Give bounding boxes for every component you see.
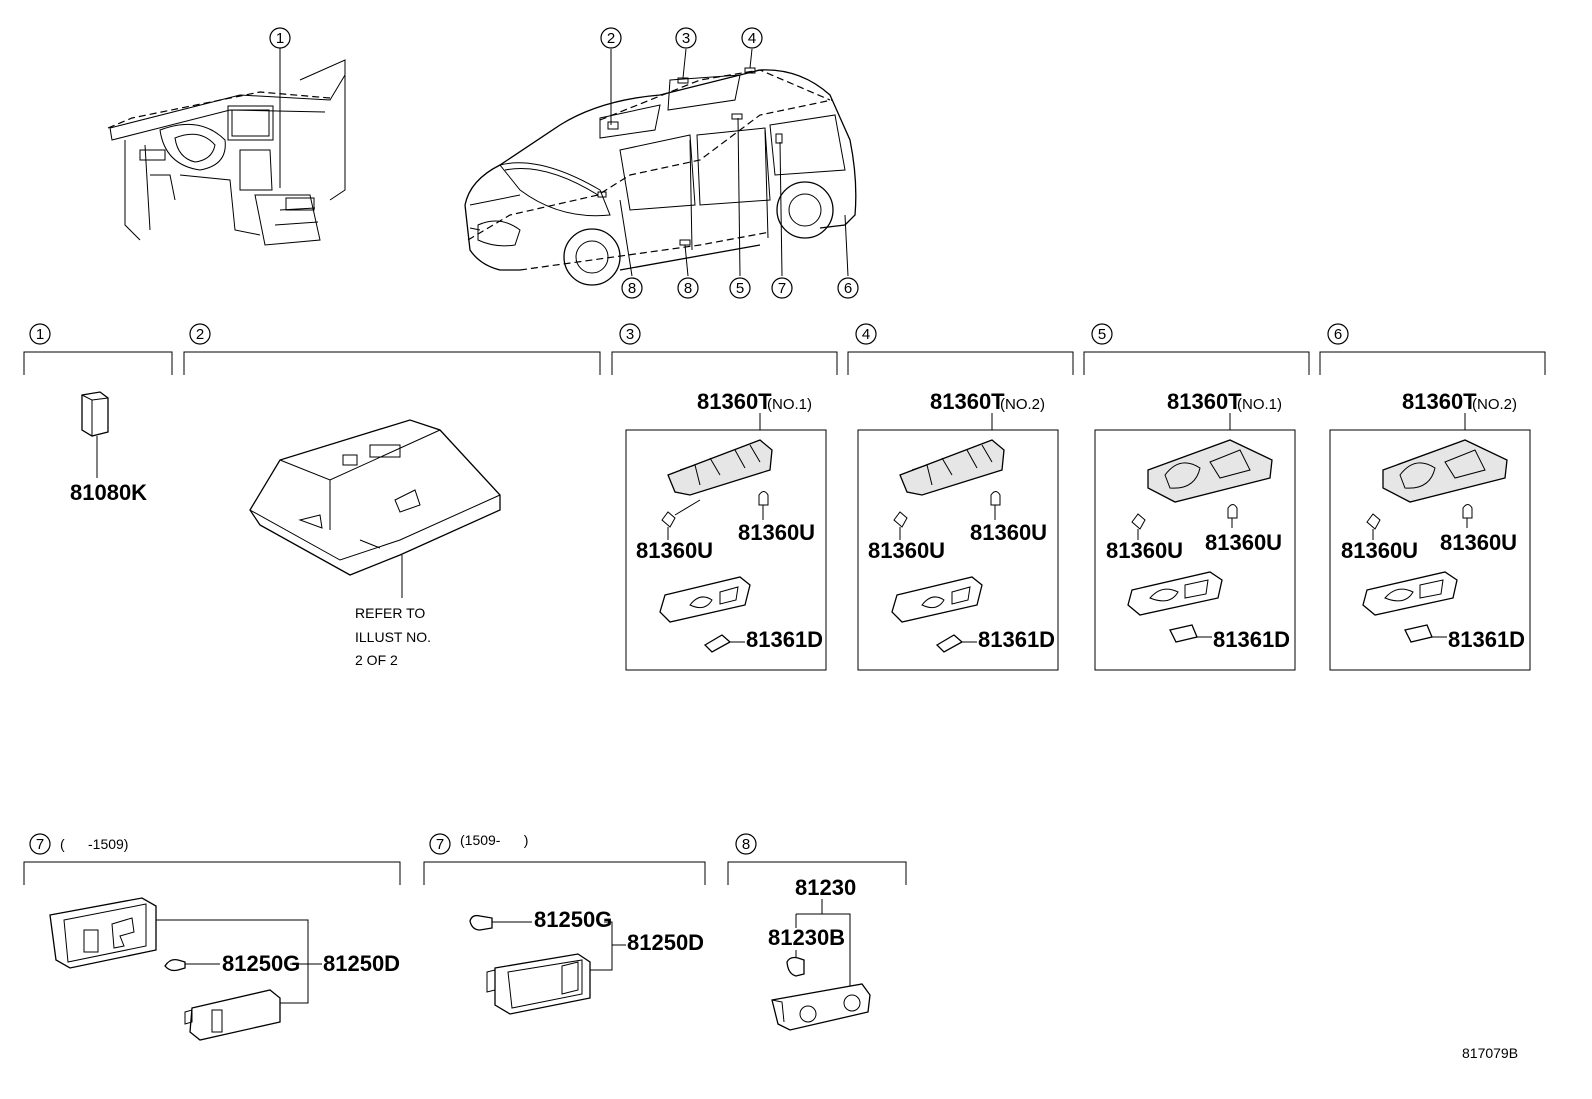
van-illustration	[464, 48, 857, 286]
refer-line-1: REFER TO	[355, 605, 425, 621]
bulb-81360U-b: 81360U	[738, 520, 815, 545]
callout-3-top: 3	[682, 30, 690, 47]
lens-81361D-s5: 81361D	[1213, 627, 1290, 652]
part-81360T-no2-s6: 81360T	[1402, 389, 1477, 414]
bulb-81360U-f: 81360U	[1205, 530, 1282, 555]
section-8: 8 81230 81230B	[727, 833, 907, 1031]
callout-7-bottom: 7	[778, 280, 786, 297]
section-2: 2 REFER TO ILLUST NO. 2 OF 2	[183, 323, 601, 668]
section-5: 5 81360T (NO.1) 81360U 81360U 81361D	[1083, 323, 1310, 671]
section-6: 6 81360T (NO.2) 81360U 81360U 81361D	[1319, 323, 1546, 671]
bulb-81360U-g: 81360U	[1341, 538, 1418, 563]
callout-8b-bottom: 8	[684, 280, 692, 297]
callout-6-bottom: 6	[844, 280, 852, 297]
callout-2-top: 2	[607, 30, 615, 47]
section-1: 1 81080K	[23, 323, 173, 505]
svg-text:2: 2	[196, 326, 204, 343]
svg-text:(NO.2): (NO.2)	[1472, 396, 1517, 413]
svg-text:7: 7	[436, 836, 444, 853]
svg-text:4: 4	[862, 326, 870, 343]
assy-81230: 81230	[795, 875, 856, 900]
part-81360T-no1-s5: 81360T	[1167, 389, 1242, 414]
bulb-81360U-e: 81360U	[1106, 538, 1183, 563]
svg-text:8: 8	[742, 836, 750, 853]
lens-81361D-s6: 81361D	[1448, 627, 1525, 652]
part-81080K: 81080K	[70, 480, 147, 505]
assy-81250D-a: 81250D	[323, 951, 400, 976]
bulb-81360U-h: 81360U	[1440, 530, 1517, 555]
section-3: 3 81360T (NO.1) 81360U 81360U 81361D	[611, 323, 838, 671]
part-81360T-no2-s4: 81360T	[930, 389, 1005, 414]
svg-text:5: 5	[1098, 326, 1106, 343]
callout-4-top: 4	[748, 30, 756, 47]
bulb-81360U-a: 81360U	[636, 538, 713, 563]
bulb-81230B: 81230B	[768, 925, 845, 950]
lens-81361D-s4: 81361D	[978, 627, 1055, 652]
svg-text:(NO.1): (NO.1)	[767, 396, 812, 413]
bulb-81360U-c: 81360U	[868, 538, 945, 563]
callout-1-top: 1	[276, 30, 284, 47]
part-81360T-no1: 81360T	[697, 389, 772, 414]
bulb-81250G-a: 81250G	[222, 951, 300, 976]
svg-text:6: 6	[1334, 326, 1342, 343]
top-callouts: 1 2 3 4 8 8 5 7 6	[269, 27, 859, 299]
bulb-81360U-d: 81360U	[970, 520, 1047, 545]
section-7b: 7 (1509- ) 81250G 81250D	[423, 832, 706, 1015]
callout-8a-bottom: 8	[628, 280, 636, 297]
section-4: 4 81360T (NO.2) 81360U 81360U 81361D	[847, 323, 1074, 671]
date-note-7b: (1509- )	[460, 832, 528, 848]
svg-text:(NO.2): (NO.2)	[1000, 396, 1045, 413]
bulb-81250G-b: 81250G	[534, 907, 612, 932]
svg-text:1: 1	[36, 326, 44, 343]
callout-5-bottom: 5	[736, 280, 744, 297]
refer-line-3: 2 OF 2	[355, 652, 398, 668]
svg-text:3: 3	[626, 326, 634, 343]
svg-text:(NO.1): (NO.1)	[1237, 396, 1282, 413]
refer-line-2: ILLUST NO.	[355, 629, 431, 645]
section-7a: 7 ( -1509) 81250G 81250D	[23, 833, 401, 1041]
illustration-id: 817079B	[1462, 1045, 1518, 1061]
svg-text:7: 7	[36, 836, 44, 853]
date-note-7a: ( -1509)	[60, 836, 128, 852]
dashboard-illustration	[107, 48, 346, 246]
assy-81250D-b: 81250D	[627, 930, 704, 955]
lens-81361D-s3: 81361D	[746, 627, 823, 652]
